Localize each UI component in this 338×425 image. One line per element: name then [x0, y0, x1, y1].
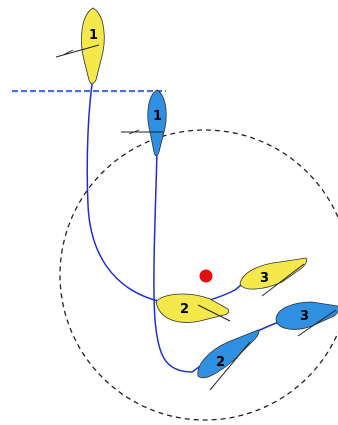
boat-label: 1 — [153, 109, 162, 124]
mark-red-dot — [199, 269, 213, 283]
yellow-boat-2: 2 — [155, 293, 231, 323]
blue-boat-2: 2 — [197, 329, 260, 391]
blue-boat-3: 3 — [275, 301, 338, 337]
yellow-boat-track — [86, 77, 253, 305]
zone-circle — [59, 129, 338, 421]
boat-label: 1 — [89, 28, 98, 43]
boat-label: 2 — [180, 302, 189, 317]
boat-label: 3 — [260, 271, 269, 286]
blue-boat-1: 1 — [121, 89, 167, 157]
yellow-boat-1: 1 — [55, 7, 105, 85]
yellow-boat-3: 3 — [239, 257, 308, 297]
blue-boat-track — [153, 149, 291, 373]
boat-label: 3 — [300, 309, 309, 324]
boat-label: 2 — [216, 355, 225, 370]
